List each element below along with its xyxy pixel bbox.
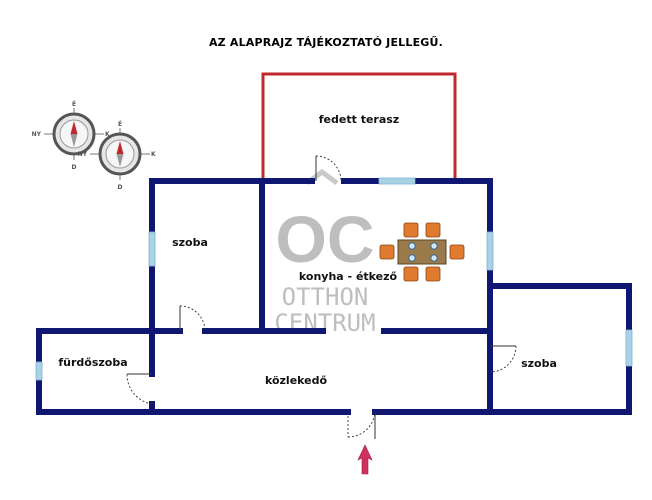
entrance-arrow-icon bbox=[357, 444, 373, 475]
windows bbox=[35, 177, 633, 381]
otthon-centrum-watermark: OC OTTHON CENTRUM bbox=[274, 168, 376, 337]
compass-icon: É D NY K bbox=[32, 100, 110, 171]
dining-set-icon bbox=[379, 222, 465, 282]
door-swing-icon bbox=[126, 373, 153, 405]
label-room-left: szoba bbox=[172, 236, 208, 249]
walls bbox=[36, 178, 632, 415]
window-icon bbox=[378, 177, 416, 185]
compass-east-label: K bbox=[105, 131, 110, 138]
compass-north-label: É bbox=[72, 100, 76, 108]
watermark-mark: OC bbox=[276, 202, 375, 276]
compass-west-label: NY bbox=[32, 131, 42, 138]
door-swing-icon bbox=[179, 305, 206, 332]
door-leaves bbox=[127, 156, 516, 439]
label-kitchen: konyha - étkező bbox=[299, 270, 398, 283]
compass-icon: É D NY K bbox=[78, 120, 156, 191]
label-room-right: szoba bbox=[521, 357, 557, 370]
compass-west-label: NY bbox=[78, 151, 88, 158]
compass-south-label: D bbox=[118, 184, 123, 191]
terrace-outline bbox=[261, 72, 457, 179]
window-icon bbox=[35, 361, 43, 381]
compass-north-label: É bbox=[118, 120, 122, 128]
compass-south-label: D bbox=[72, 164, 77, 171]
label-bathroom: fürdőszoba bbox=[58, 356, 127, 369]
door-swing-icon bbox=[489, 345, 517, 373]
window-icon bbox=[486, 231, 494, 271]
page-title: AZ ALAPRAJZ TÁJÉKOZTATÓ JELLEGŰ. bbox=[208, 36, 444, 49]
window-icon bbox=[625, 329, 633, 367]
label-terrace: fedett terasz bbox=[319, 113, 399, 126]
door-swing-icon bbox=[347, 411, 376, 438]
window-icon bbox=[148, 231, 156, 267]
watermark-line-1: OTTHON bbox=[282, 283, 369, 311]
compass-east-label: K bbox=[151, 151, 156, 158]
label-hallway: közlekedő bbox=[265, 374, 328, 387]
